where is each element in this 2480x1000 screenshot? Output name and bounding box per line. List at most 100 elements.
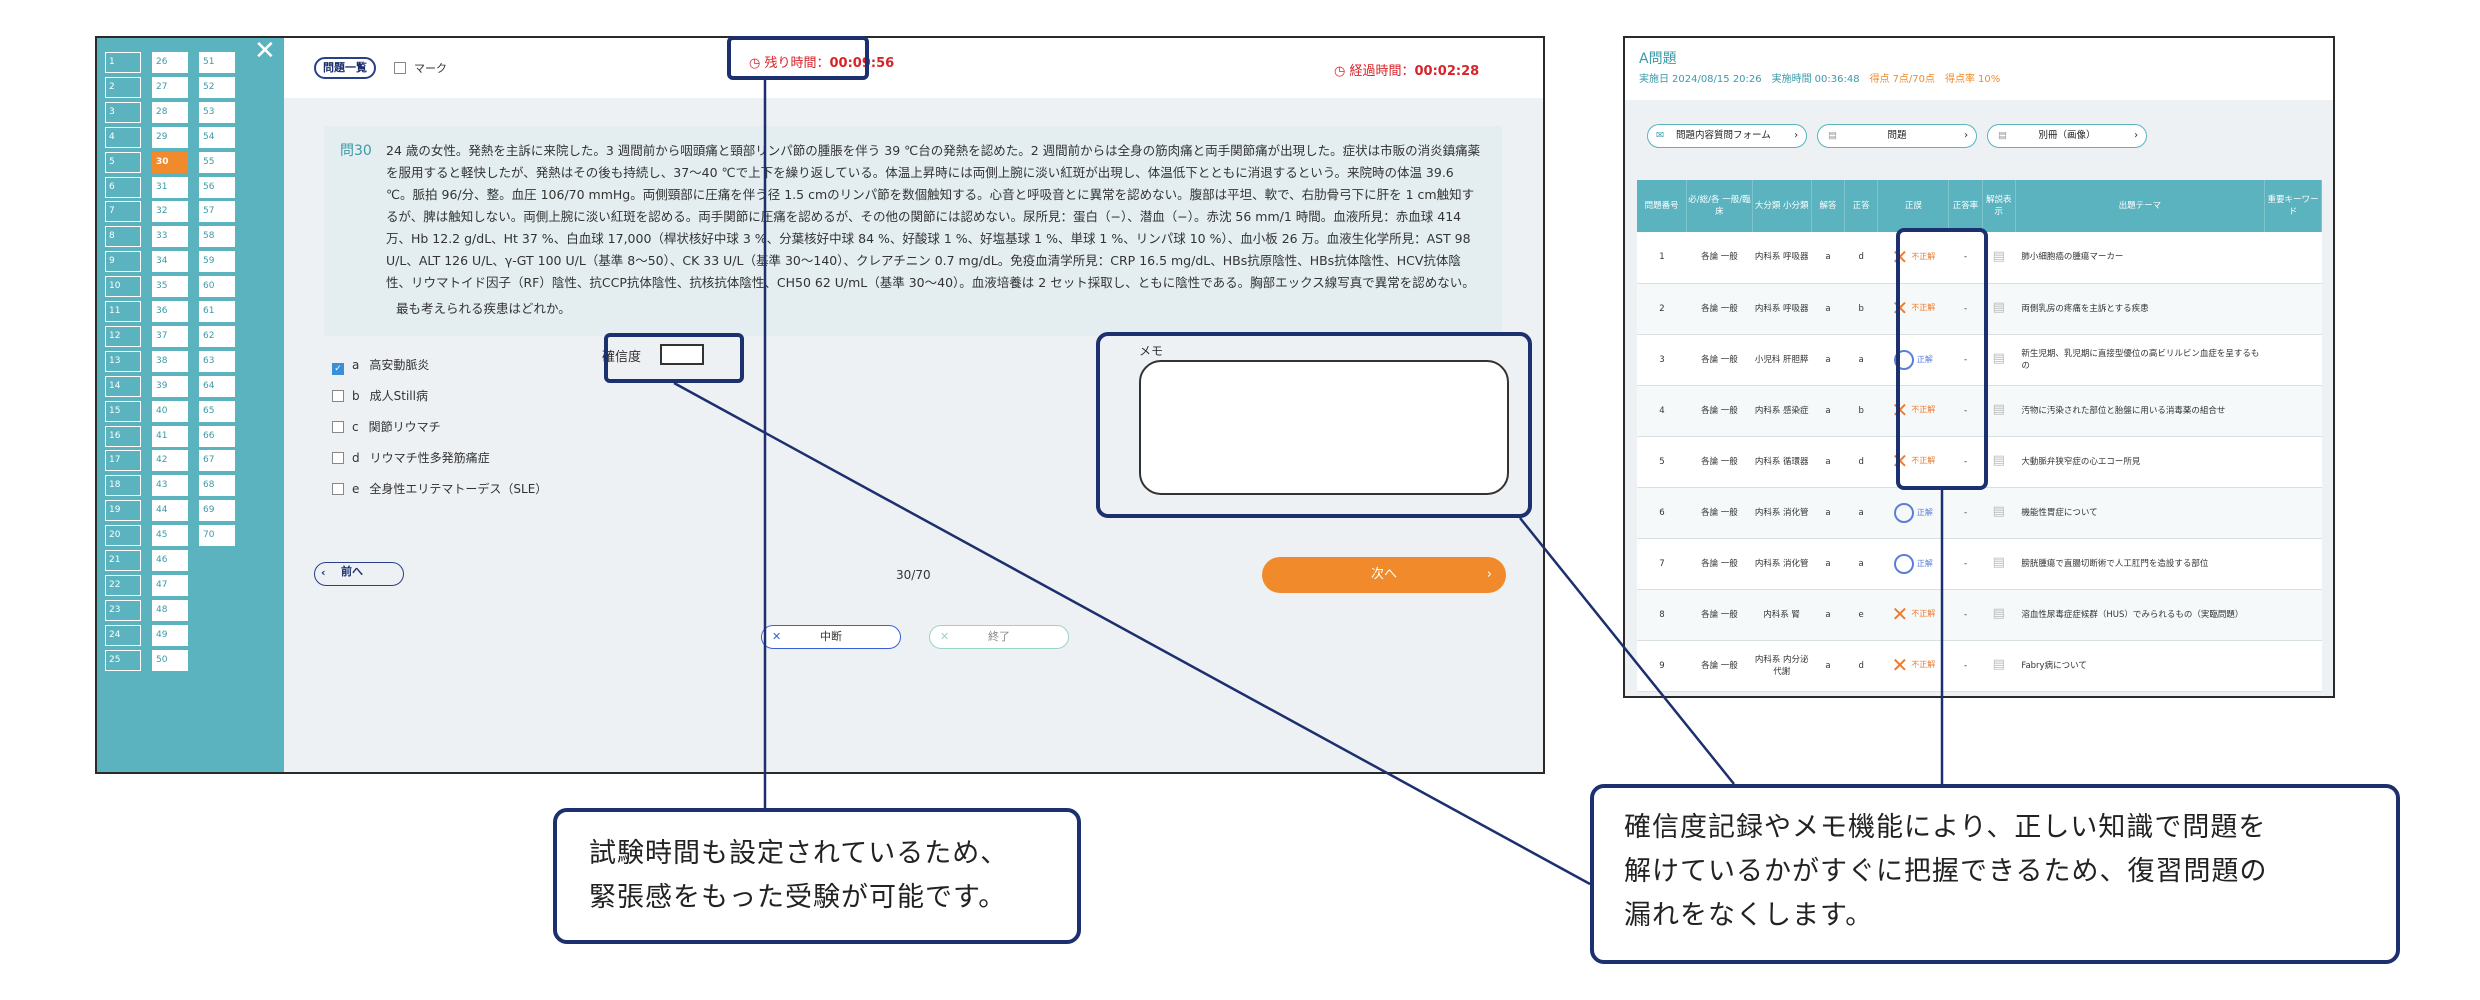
question-number-button[interactable]: 9 [105,251,141,273]
question-number-button[interactable]: 18 [105,475,141,497]
question-number-button[interactable]: 43 [152,475,188,497]
question-number-button[interactable]: 60 [199,276,235,298]
question-number-button[interactable]: 29 [152,126,188,148]
question-number-button[interactable]: 36 [152,301,188,322]
question-number-button[interactable]: 19 [105,500,141,522]
question-number-button[interactable]: 35 [152,276,188,298]
question-number-button[interactable]: 45 [152,525,188,547]
question-number-button[interactable]: 3 [105,101,141,123]
close-icon[interactable]: ✕ [254,36,276,66]
document-icon[interactable]: ▤ [1992,402,2005,417]
question-number-button[interactable]: 6 [105,176,141,198]
question-number-button[interactable]: 55 [199,151,235,173]
document-icon[interactable]: ▤ [1992,555,2005,570]
question-number-button[interactable]: 50 [152,649,188,671]
question-number-button[interactable]: 13 [105,350,141,372]
confidence-input[interactable] [660,344,704,365]
explanation-cell[interactable]: ▤ [1982,589,2016,641]
question-number-button[interactable]: 1 [105,52,141,73]
question-number-button[interactable]: 33 [152,226,188,248]
problem-button[interactable]: ▤問題› [1817,124,1977,148]
question-number-button[interactable]: 17 [105,450,141,472]
question-number-button[interactable]: 54 [199,126,235,148]
explanation-cell[interactable]: ▤ [1982,538,2016,590]
image-booklet-button[interactable]: ▤別冊（画像）› [1987,124,2147,148]
question-number-button[interactable]: 51 [199,52,235,73]
explanation-cell[interactable]: ▤ [1982,640,2016,692]
question-number-button[interactable]: 41 [152,425,188,447]
question-number-button[interactable]: 14 [105,375,141,397]
question-number-button[interactable]: 67 [199,450,235,472]
question-number-button[interactable]: 44 [152,500,188,522]
question-number-button[interactable]: 12 [105,325,141,347]
column-header[interactable]: 解説表示 [1982,180,2016,232]
question-number-button[interactable]: 28 [152,101,188,123]
document-icon[interactable]: ▤ [1992,657,2005,672]
question-list-button[interactable]: 問題一覧 [314,57,376,79]
column-header[interactable]: 必/総/各 一般/臨床 [1686,180,1753,232]
explanation-cell[interactable]: ▤ [1982,487,2016,539]
question-number-button[interactable]: 63 [199,350,235,372]
column-header[interactable]: 正答 [1844,180,1879,232]
question-number-button[interactable]: 40 [152,400,188,422]
question-number-button[interactable]: 59 [199,251,235,273]
next-button[interactable]: 次へ› [1262,557,1506,593]
question-number-button[interactable]: 30 [152,151,188,173]
column-header[interactable]: 解答 [1811,180,1846,232]
question-form-button[interactable]: ✉問題内容質問フォーム› [1647,124,1807,148]
question-number-button[interactable]: 21 [105,550,141,571]
document-icon[interactable]: ▤ [1992,351,2005,366]
mark-toggle[interactable]: マーク [394,60,447,76]
question-number-button[interactable]: 57 [199,201,235,223]
question-number-button[interactable]: 46 [152,550,188,571]
question-number-button[interactable]: 23 [105,599,141,621]
question-number-button[interactable]: 25 [105,649,141,671]
question-number-button[interactable]: 2 [105,76,141,98]
answer-checkbox[interactable] [332,390,344,402]
question-number-button[interactable]: 20 [105,525,141,547]
question-number-button[interactable]: 69 [199,500,235,522]
question-number-button[interactable]: 70 [199,525,235,547]
question-number-button[interactable]: 66 [199,425,235,447]
question-number-button[interactable]: 31 [152,176,188,198]
pause-button[interactable]: ✕中断 [761,625,901,649]
answer-checkbox[interactable]: ✓ [332,363,344,375]
question-number-button[interactable]: 5 [105,151,141,173]
question-number-button[interactable]: 53 [199,101,235,123]
question-number-button[interactable]: 32 [152,201,188,223]
question-number-button[interactable]: 22 [105,574,141,596]
question-number-button[interactable]: 37 [152,325,188,347]
column-header[interactable]: 大分類 小分類 [1752,180,1812,232]
question-number-button[interactable]: 42 [152,450,188,472]
column-header[interactable]: 正答率 [1948,180,1983,232]
question-number-button[interactable]: 8 [105,226,141,248]
question-number-button[interactable]: 7 [105,201,141,223]
question-number-button[interactable]: 52 [199,76,235,98]
memo-textarea[interactable] [1139,360,1509,495]
question-number-button[interactable]: 26 [152,52,188,73]
question-number-button[interactable]: 38 [152,350,188,372]
question-number-button[interactable]: 65 [199,400,235,422]
question-number-button[interactable]: 16 [105,425,141,447]
question-number-button[interactable]: 62 [199,325,235,347]
question-number-button[interactable]: 10 [105,276,141,298]
mark-checkbox[interactable] [394,62,406,74]
column-header[interactable]: 重要キーワード [2264,180,2323,232]
answer-checkbox[interactable] [332,421,344,433]
document-icon[interactable]: ▤ [1992,504,2005,519]
question-number-button[interactable]: 15 [105,400,141,422]
question-number-button[interactable]: 24 [105,624,141,646]
